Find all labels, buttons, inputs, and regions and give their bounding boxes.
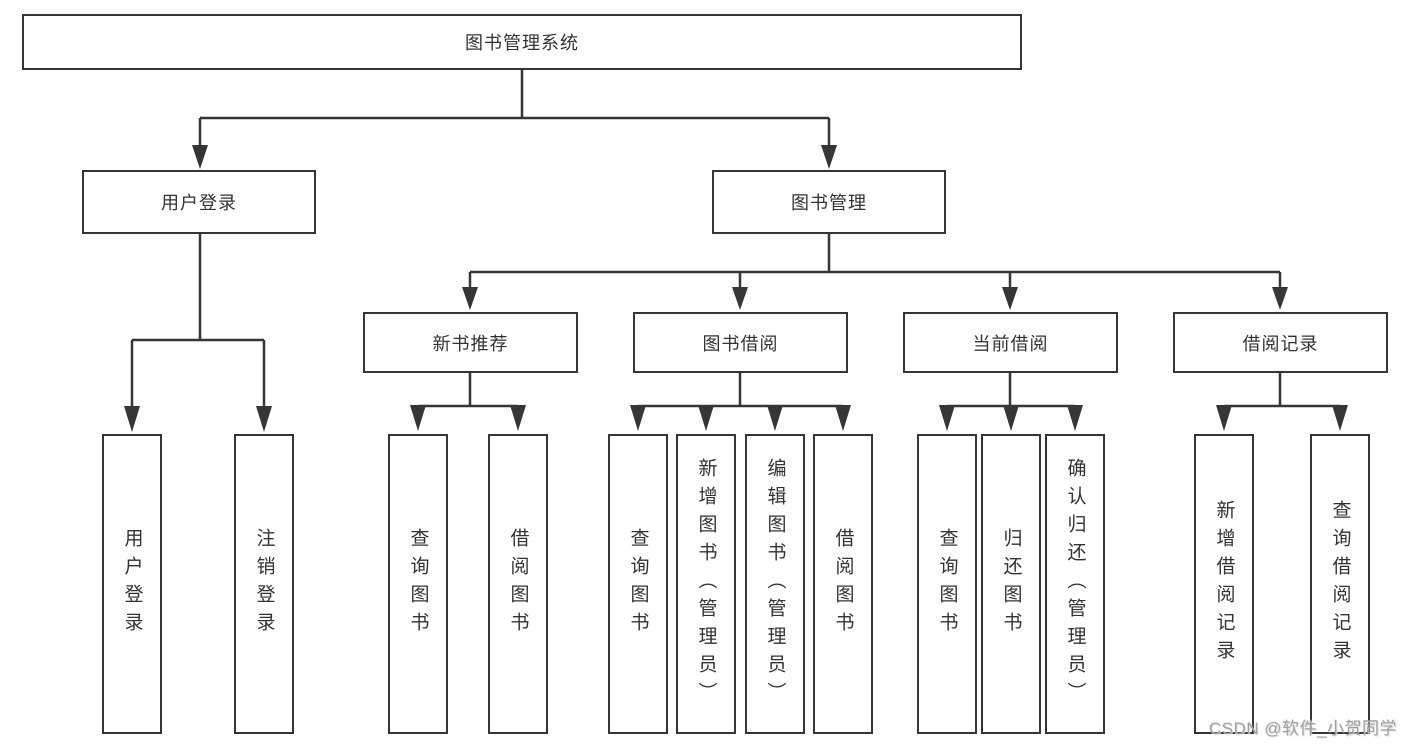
leaf-user-login-label: 用户登录 [121,528,143,640]
leaf-user-login: 用户登录 [102,434,162,734]
leaf-borrow-add-books-admin: 新增图书（管理员） [676,434,736,734]
csdn-watermark: CSDN @软件_小贺同学 [1208,719,1397,738]
connector-current-borrow-children [939,373,1083,431]
leaf-borrow-edit-books-admin-label: 编辑图书（管理员） [764,458,786,710]
leaf-records-add-record-label: 新增借阅记录 [1213,500,1235,668]
leaf-current-return-books-label: 归还图书 [1000,528,1022,640]
node-root: 图书管理系统 [22,14,1022,70]
leaf-recommend-query-books: 查询图书 [388,434,448,734]
node-current-borrow-label: 当前借阅 [972,333,1049,354]
leaf-records-add-record: 新增借阅记录 [1194,434,1254,734]
leaf-current-confirm-return-admin: 确认归还（管理员） [1045,434,1105,734]
node-user-login: 用户登录 [82,170,316,234]
node-user-login-label: 用户登录 [161,193,237,213]
node-new-book-recommend: 新书推荐 [363,312,578,373]
node-book-mgmt: 图书管理 [712,170,946,234]
leaf-records-query-record-label: 查询借阅记录 [1329,500,1351,668]
leaf-borrow-query-books: 查询图书 [608,434,668,734]
leaf-current-return-books: 归还图书 [981,434,1041,734]
connector-new-book-children [410,373,526,431]
connector-book-mgmt-children [462,234,1288,310]
leaf-logout: 注销登录 [234,434,294,734]
node-book-mgmt-label: 图书管理 [791,193,867,213]
node-borrow-records-label: 借阅记录 [1242,333,1319,354]
node-current-borrow: 当前借阅 [903,312,1118,373]
leaf-borrow-borrow-books: 借阅图书 [813,434,873,734]
leaf-recommend-borrow-books: 借阅图书 [488,434,548,734]
leaf-recommend-query-books-label: 查询图书 [407,528,429,640]
leaf-recommend-borrow-books-label: 借阅图书 [507,528,529,640]
node-root-label: 图书管理系统 [465,33,579,53]
connector-root-to-level2 [192,70,837,169]
leaf-borrow-add-books-admin-label: 新增图书（管理员） [695,458,717,710]
node-book-borrow: 图书借阅 [633,312,848,373]
leaf-current-query-books: 查询图书 [917,434,977,734]
leaf-current-query-books-label: 查询图书 [936,528,958,640]
node-borrow-records: 借阅记录 [1173,312,1388,373]
connector-user-login-children [124,234,272,432]
leaf-borrow-query-books-label: 查询图书 [627,528,649,640]
node-book-borrow-label: 图书借阅 [702,333,779,354]
leaf-current-confirm-return-admin-label: 确认归还（管理员） [1064,458,1086,710]
leaf-borrow-borrow-books-label: 借阅图书 [832,528,854,640]
connector-borrow-records-children [1216,373,1348,431]
leaf-logout-label: 注销登录 [253,528,275,640]
leaf-records-query-record: 查询借阅记录 [1310,434,1370,734]
connector-book-borrow-children [630,373,851,431]
leaf-borrow-edit-books-admin: 编辑图书（管理员） [745,434,805,734]
node-new-book-recommend-label: 新书推荐 [432,333,509,354]
